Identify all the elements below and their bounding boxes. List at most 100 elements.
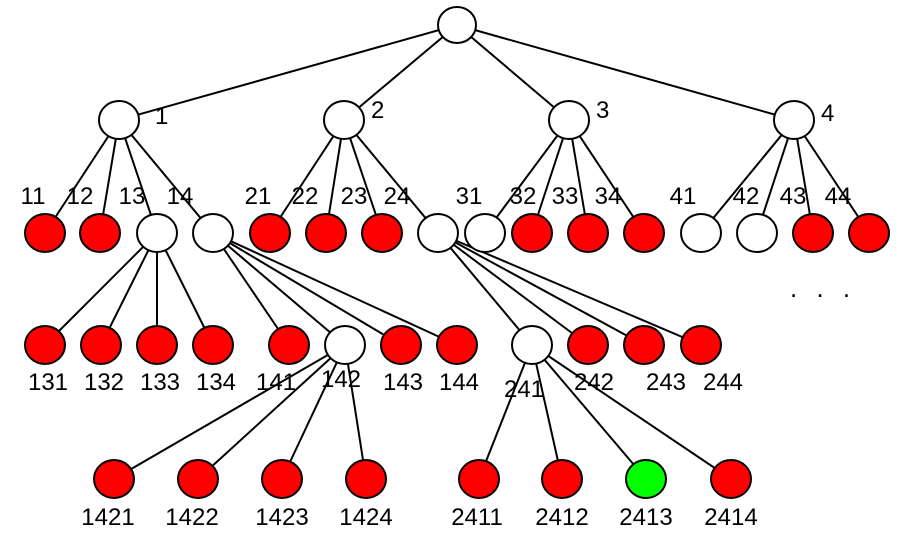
node-n42 [736,213,778,253]
node-n14 [192,213,234,253]
node-n243 [623,325,665,365]
node-n131 [24,325,66,365]
tree-edges [44,24,870,480]
edge-n1-n11 [44,119,120,234]
node-label-n143: 143 [383,369,423,396]
node-label-n2411: 2411 [451,504,503,531]
node-label-n142: 142 [321,366,361,393]
node-label-n133: 133 [140,369,180,396]
node-n33 [567,213,609,253]
node-n134 [192,325,234,365]
node-label-n241: 241 [504,376,544,403]
edge-n241-n2413 [531,344,647,480]
edge-n14-n144 [212,232,458,346]
edge-root-n3 [456,24,570,121]
node-label-n2412: 2412 [535,504,588,531]
edge-n4-n41 [700,119,795,234]
node-n22 [305,213,347,253]
node-n21 [249,213,291,253]
node-label-n22: 22 [292,183,319,210]
node-label-n131: 131 [28,369,68,396]
node-n132 [80,325,122,365]
edge-n14-n142 [212,232,346,346]
edge-n13-n134 [156,232,214,346]
edge-n13-n131 [44,232,158,346]
node-label-n1421: 1421 [81,504,134,531]
node-n23 [361,213,403,253]
node-n2412 [541,459,583,499]
edge-n241-n2412 [531,344,563,480]
node-label-n134: 134 [196,369,236,396]
node-label-n144: 144 [439,369,479,396]
edge-root-n1 [118,24,458,121]
edge-n14-n141 [212,232,290,346]
edge-n24-n242 [437,232,589,346]
node-n3 [548,100,590,140]
edge-n1-n14 [118,119,214,234]
node-label-n32: 32 [510,183,537,210]
edge-n13-n132 [100,232,158,346]
edge-n24-n243 [437,232,645,346]
node-n11 [24,213,66,253]
node-label-n3: 3 [596,97,609,124]
node-label-n244: 244 [703,369,743,396]
node-label-n242: 242 [574,369,614,396]
edge-n142-n1423 [281,344,346,480]
node-n1424 [345,459,387,499]
node-label-n23: 23 [341,183,368,210]
node-n241 [511,325,553,365]
node-label-n11: 11 [21,183,46,210]
node-n2414 [710,459,752,499]
node-n142 [324,325,366,365]
node-n141 [268,325,310,365]
node-label-n132: 132 [84,369,124,396]
node-n2411 [458,459,500,499]
node-label-n243: 243 [646,369,686,396]
node-label-n43: 43 [780,183,807,210]
node-n1 [98,100,140,140]
edge-root-n4 [456,24,795,121]
edge-n142-n1424 [344,344,367,480]
node-n43 [792,213,834,253]
edge-n3-n34 [568,119,645,234]
node-label-n2414: 2414 [704,504,757,531]
node-n4 [773,100,815,140]
node-n13 [136,213,178,253]
node-n24 [417,213,459,253]
node-n143 [380,325,422,365]
node-label-n1424: 1424 [339,504,392,531]
edge-n142-n1421 [113,344,346,480]
node-n2413 [625,459,667,499]
node-n12 [79,213,121,253]
node-label-n24: 24 [384,183,411,210]
node-n34 [623,213,665,253]
node-label-n12: 12 [67,183,94,210]
node-n1423 [261,459,303,499]
node-label-n42: 42 [733,183,760,210]
node-label-n34: 34 [595,183,622,210]
node-label-n13: 13 [119,183,146,210]
node-label-n14: 14 [167,183,194,210]
node-label-n31: 31 [456,183,483,210]
edge-root-n2 [343,24,458,121]
node-n41 [680,213,722,253]
node-n32 [511,213,553,253]
node-label-n33: 33 [552,183,579,210]
node-label-n1: 1 [155,103,168,130]
node-n242 [567,325,609,365]
node-n31 [464,213,506,253]
ellipsis-text: . . . [790,273,856,303]
edge-n2-n21 [269,119,345,234]
edge-n4-n44 [793,119,870,234]
edge-n14-n143 [212,232,402,346]
node-label-n44: 44 [825,183,852,210]
node-n1422 [177,459,219,499]
edge-n241-n2411 [478,344,533,480]
node-n44 [848,213,890,253]
node-n133 [136,325,178,365]
edge-n241-n2414 [531,344,732,480]
node-n144 [436,325,478,365]
node-label-n4: 4 [821,100,834,127]
node-label-n41: 41 [670,183,697,210]
